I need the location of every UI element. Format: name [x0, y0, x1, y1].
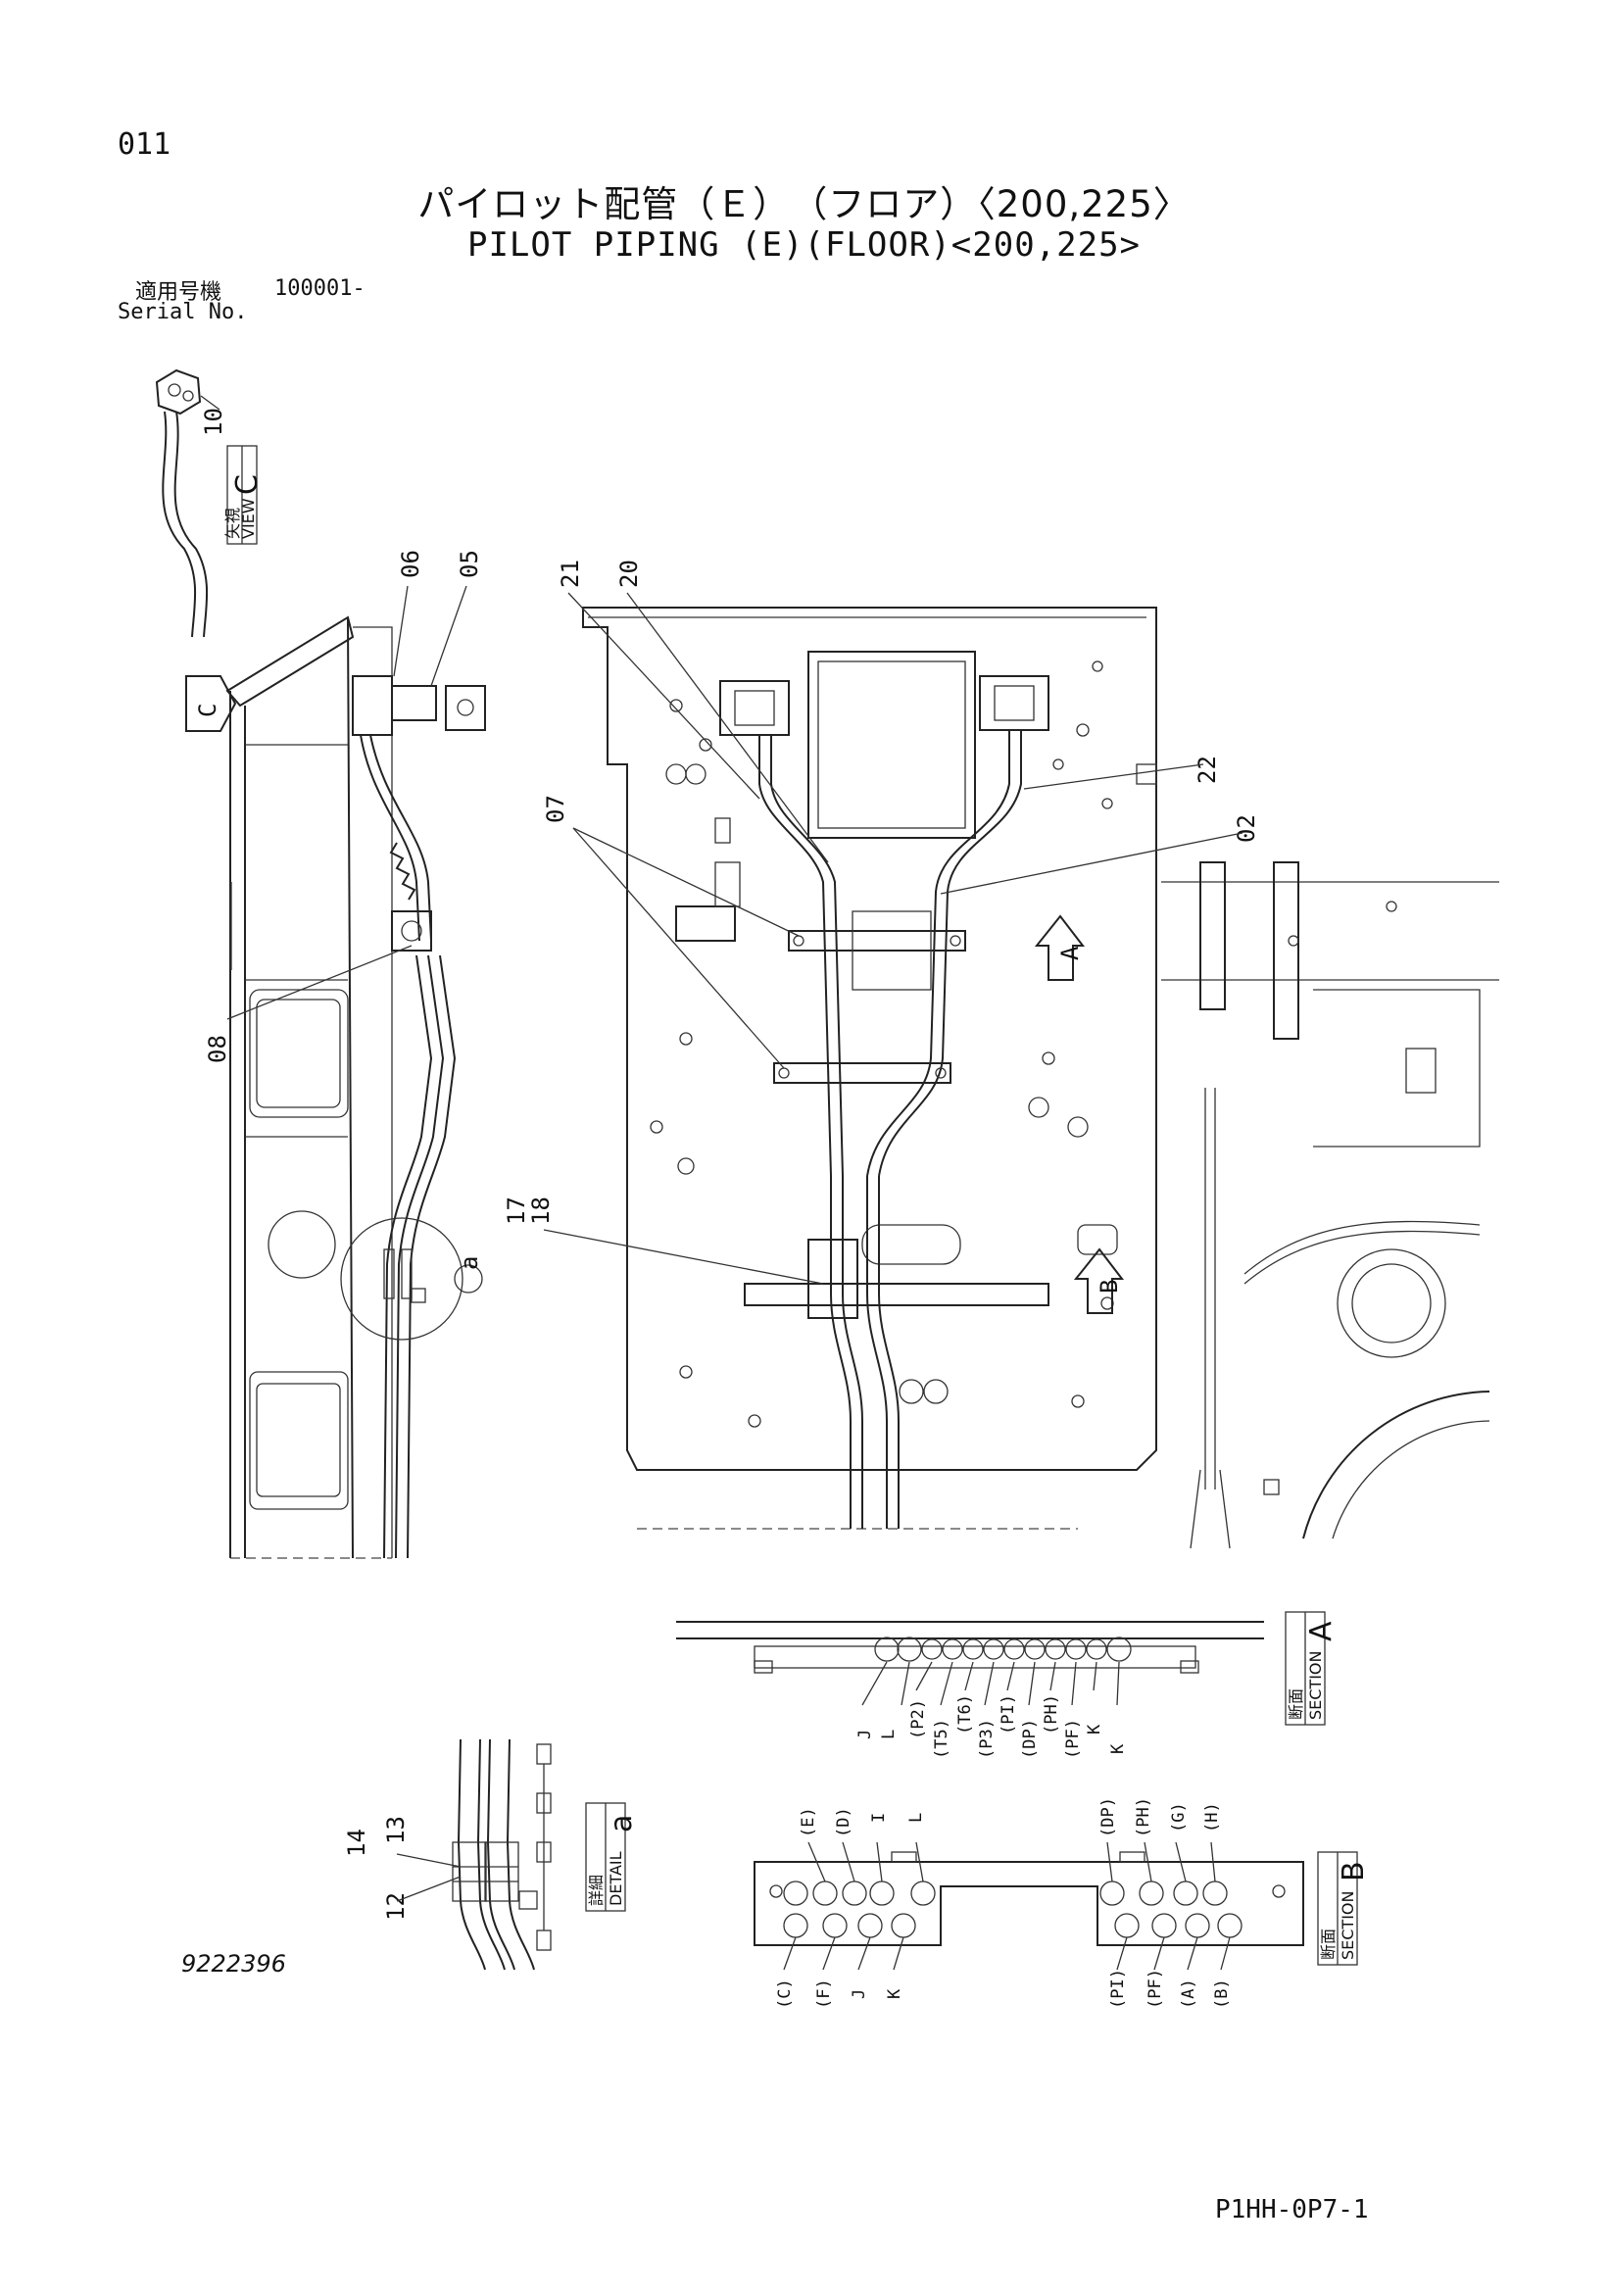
svg-text:SECTION: SECTION: [1306, 1651, 1325, 1721]
circle-a-marker: a: [454, 1256, 483, 1294]
svg-text:K: K: [1108, 1743, 1128, 1754]
callout-05: 05: [456, 550, 483, 578]
svg-text:(DP): (DP): [1098, 1797, 1118, 1837]
section-b-drawing: [754, 1851, 1304, 1946]
svg-text:K: K: [1085, 1724, 1104, 1734]
svg-text:(H): (H): [1202, 1802, 1222, 1832]
svg-text:(PI): (PI): [1108, 1969, 1128, 2009]
svg-text:(B): (B): [1212, 1978, 1232, 2009]
callout-08: 08: [204, 1035, 231, 1063]
svg-text:L: L: [906, 1813, 926, 1823]
svg-text:詳細: 詳細: [587, 1875, 606, 1906]
serial-number: 100001-: [274, 276, 365, 301]
section-a-drawing: [676, 1621, 1264, 1674]
callout-14: 14: [343, 1829, 370, 1857]
svg-text:J: J: [855, 1730, 875, 1739]
callout-18: 18: [527, 1197, 555, 1225]
svg-text:(E): (E): [799, 1807, 818, 1837]
detail-a-box: 詳細 DETAIL a: [585, 1802, 639, 1912]
arrow-c: C: [185, 675, 237, 732]
svg-text:A: A: [1056, 946, 1084, 960]
svg-text:(DP): (DP): [1020, 1719, 1040, 1759]
svg-text:C: C: [194, 704, 221, 717]
arrow-a: A: [1034, 914, 1086, 981]
svg-text:(P2): (P2): [908, 1699, 928, 1739]
svg-text:(D): (D): [834, 1807, 853, 1837]
svg-text:(G): (G): [1169, 1802, 1189, 1832]
page-number: 011: [118, 127, 171, 162]
view-c-box: 矢視 VIEW C: [223, 445, 265, 545]
svg-text:B: B: [1337, 1861, 1371, 1881]
callout-06: 06: [397, 550, 424, 578]
section-b-box: 断面 SECTION B: [1317, 1851, 1371, 1966]
right-structure: [1161, 861, 1499, 1549]
floor-plate: [582, 607, 1157, 1530]
title-english: PILOT PIPING (E)(FLOOR)<200,225>: [466, 225, 1142, 265]
serial-label-japanese: 適用号機: [135, 280, 222, 305]
callout-12: 12: [382, 1892, 410, 1921]
svg-text:(PH): (PH): [1042, 1694, 1061, 1734]
svg-text:(T6): (T6): [955, 1694, 975, 1734]
svg-text:(PI): (PI): [999, 1694, 1018, 1734]
left-frame-elevation: [225, 615, 486, 1559]
svg-text:(F): (F): [814, 1978, 834, 2009]
svg-text:(A): (A): [1179, 1978, 1198, 2009]
svg-text:(PF): (PF): [1145, 1969, 1165, 2009]
callout-20: 20: [615, 560, 643, 588]
serial-label-english: Serial No.: [118, 300, 248, 324]
svg-text:L: L: [879, 1730, 899, 1739]
drawing-number: 9222396: [181, 1950, 286, 1978]
svg-text:断面: 断面: [1319, 1929, 1338, 1960]
section-a-box: 断面 SECTION A: [1285, 1611, 1339, 1726]
callout-17: 17: [503, 1197, 530, 1225]
callout-02: 02: [1233, 814, 1260, 843]
callout-13: 13: [382, 1816, 410, 1844]
svg-text:(PH): (PH): [1134, 1797, 1153, 1837]
callout-21: 21: [557, 560, 584, 588]
section-b-bottom-labels: (C) (F) J K (PI) (PF) (A) (B): [775, 1936, 1232, 2009]
arrow-b: B: [1073, 1247, 1125, 1314]
svg-text:SECTION: SECTION: [1339, 1891, 1357, 1961]
svg-text:断面: 断面: [1287, 1688, 1305, 1720]
svg-text:VIEW: VIEW: [239, 498, 258, 539]
title-japanese: パイロット配管（Ｅ） （フロア）〈200,225〉: [417, 183, 1191, 225]
svg-text:K: K: [885, 1988, 904, 1999]
svg-text:(C): (C): [775, 1978, 795, 2009]
detail-a-drawing: [452, 1738, 552, 1971]
svg-text:A: A: [1304, 1621, 1339, 1641]
svg-text:(P3): (P3): [977, 1719, 997, 1759]
svg-text:(PF): (PF): [1063, 1719, 1083, 1759]
svg-text:(T5): (T5): [932, 1719, 951, 1759]
section-b-top-labels: (E) (D) I L (DP) (PH) (G) (H): [799, 1797, 1222, 1882]
svg-text:a: a: [456, 1256, 483, 1270]
svg-text:DETAIL: DETAIL: [607, 1851, 625, 1906]
callout-07: 07: [542, 795, 569, 823]
svg-text:J: J: [850, 1989, 869, 1999]
callout-10: 10: [200, 408, 227, 436]
svg-text:C: C: [230, 474, 265, 495]
svg-text:B: B: [1096, 1280, 1123, 1294]
page-code: P1HH-0P7-1: [1215, 2195, 1369, 2224]
callout-22: 22: [1194, 756, 1221, 784]
svg-text:a: a: [605, 1815, 639, 1832]
svg-text:I: I: [869, 1813, 889, 1823]
svg-text:矢視: 矢視: [223, 508, 242, 539]
section-a-port-labels: J L (P2) (T5) (T6) (P3) (PI) (DP) (PH) (…: [855, 1661, 1128, 1759]
view-c-fitting: [155, 368, 209, 638]
